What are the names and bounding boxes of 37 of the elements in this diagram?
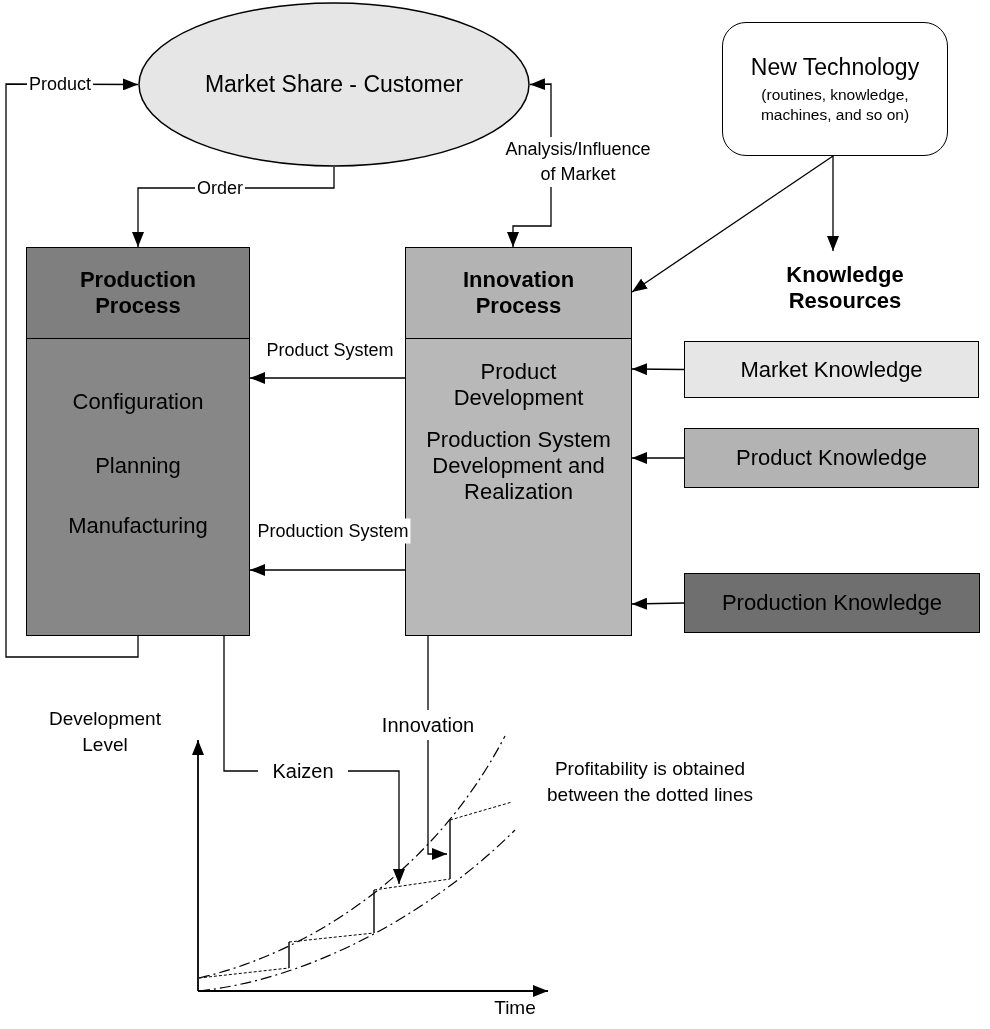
knowledge-box xyxy=(684,428,979,488)
leader-line xyxy=(427,635,429,711)
box-label: Product Knowledge xyxy=(736,445,927,471)
knowledge-box xyxy=(684,573,980,633)
box-label: Market Knowledge xyxy=(740,356,923,383)
node-title: Market Share - Customer xyxy=(204,71,464,98)
node-subtitle: (routines, knowledge, machines, and so on) xyxy=(759,84,911,125)
callout-text: Innovation xyxy=(381,713,475,737)
heading-text: Production Process xyxy=(78,267,198,319)
arrow xyxy=(631,363,685,376)
node-title: New Technology xyxy=(750,53,920,81)
arrow xyxy=(631,452,685,464)
body-text: Planning xyxy=(94,453,182,479)
axis-title: Development Level xyxy=(48,707,162,757)
callout-text: Kaizen xyxy=(272,759,334,783)
arrow xyxy=(827,155,839,252)
knowledge-box xyxy=(684,341,979,398)
body-text: Manufacturing xyxy=(67,513,209,539)
edge-label: Production System xyxy=(255,518,411,544)
box-label: Production Knowledge xyxy=(721,590,943,616)
axis-title: Time xyxy=(493,996,537,1020)
body-text: Production System Development and Realization xyxy=(425,427,612,505)
leader-line xyxy=(347,770,405,885)
arrow xyxy=(5,78,139,658)
arrow xyxy=(249,564,406,576)
arrow xyxy=(631,597,685,610)
process-box xyxy=(26,247,250,636)
arrow xyxy=(631,155,834,293)
note-text: Profitability is obtained between the dotted lines xyxy=(546,757,754,807)
leader-line xyxy=(223,635,259,772)
body-text: Configuration xyxy=(71,389,205,415)
heading-text: Innovation Process xyxy=(461,267,576,319)
arrow xyxy=(249,372,406,384)
rounded-box xyxy=(722,22,948,156)
heading-text: Knowledge Resources xyxy=(785,261,905,315)
body-text: Product Development xyxy=(452,359,585,411)
leader-line xyxy=(427,739,448,860)
